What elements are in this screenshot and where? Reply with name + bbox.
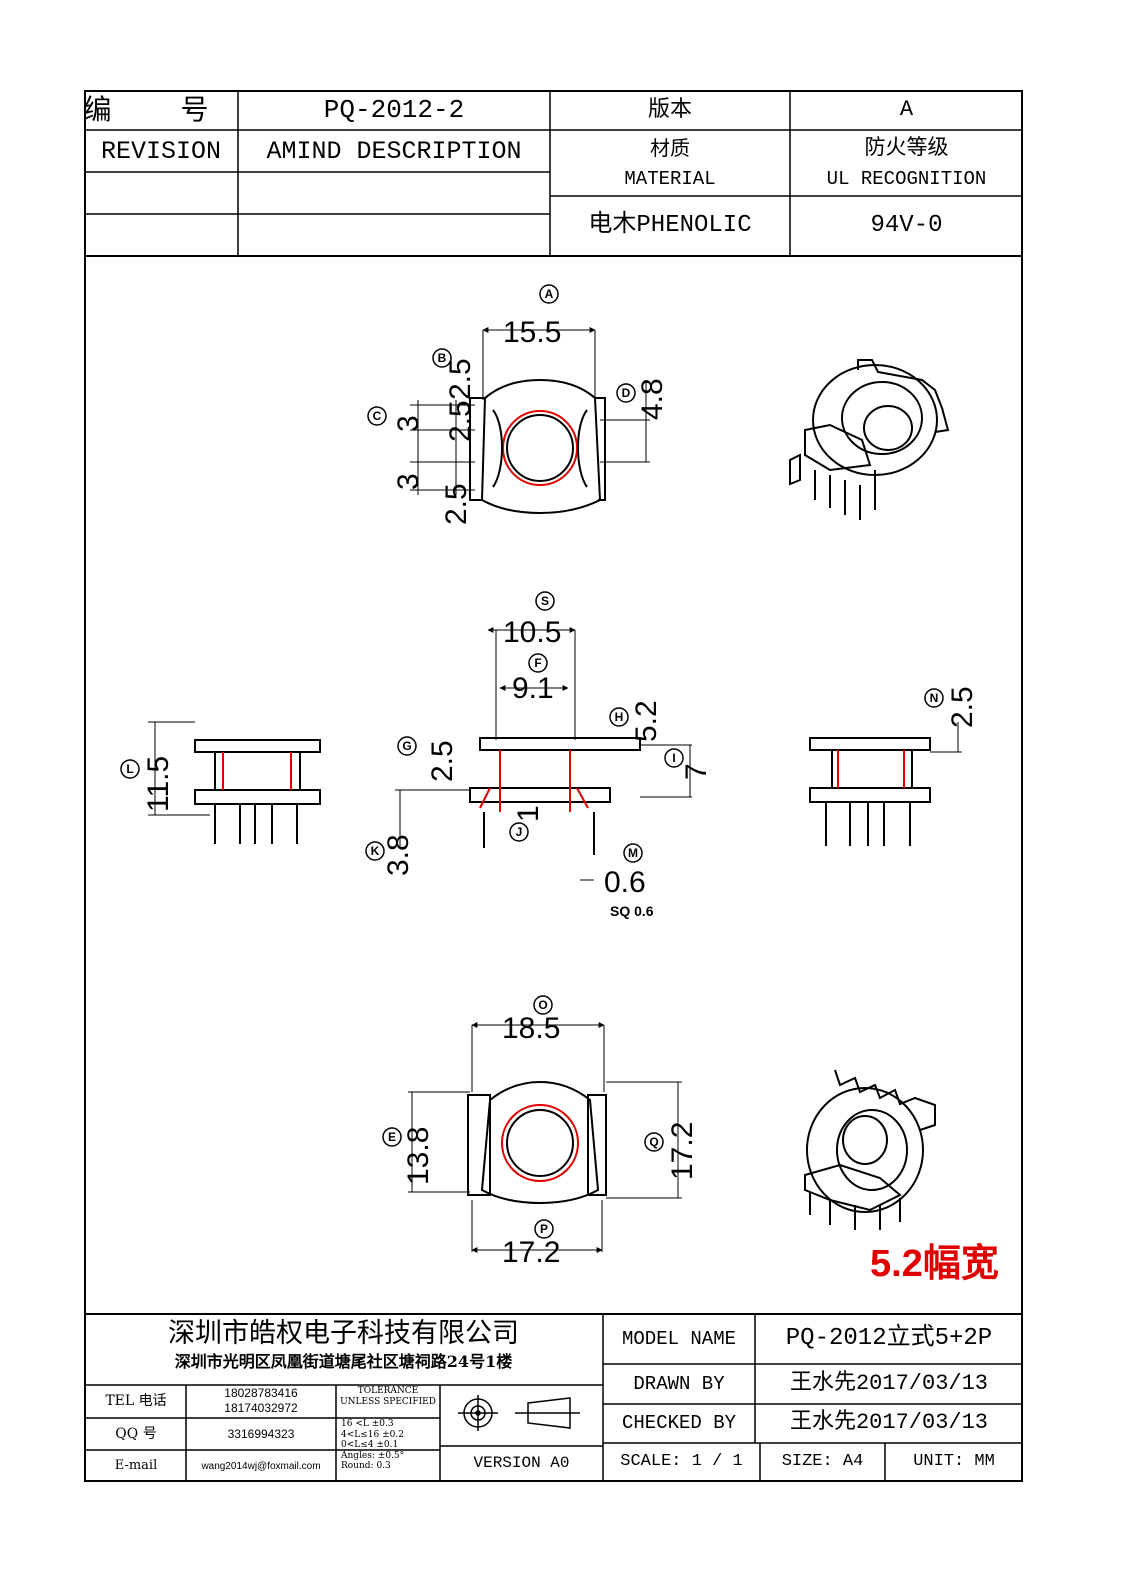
dim-j: 1 [512,805,545,822]
drawing-frame [84,90,1023,1482]
isometric-view-bottom [804,1069,936,1230]
bottom-view [408,1022,682,1253]
balloon-k: K [371,844,380,858]
amind-label: AMIND DESCRIPTION [266,136,522,166]
material-label-en: MATERIAL [624,167,716,190]
version-label: 版本 [647,97,692,123]
scale-label: SCALE: 1 / 1 [620,1452,743,1472]
tel-label: TEL 电话 [105,1393,167,1410]
tel-2: 18174032972 [224,1401,298,1416]
balloon-o: O [538,998,547,1012]
balloon-m: M [628,846,638,860]
dim-k: 3.8 [382,834,415,876]
right-view [809,722,962,846]
balloon-h: H [615,710,624,724]
tel-1: 18028783416 [224,1386,298,1401]
technical-drawing: 15.5 2.5 3 2.5 3 2.5 4.8 A B C D [120,284,999,1285]
side-view-labels: 10.5 9.1 5.2 2.5 7 1 3.8 0.6 [382,616,713,899]
dim-c: 3 [392,415,425,432]
size-label: SIZE: A4 [781,1452,864,1472]
dim-e: 13.8 [402,1127,435,1185]
dim-c2: 3 [392,473,425,490]
dim-d: 4.8 [636,378,669,420]
dim-o: 18.5 [502,1012,560,1045]
version-value: A [899,97,914,123]
company-address: 深圳市光明区凤凰街道塘尾社区塘祠路24号1楼 [174,1352,513,1372]
drawn-value: 王水先2017/03/13 [789,1370,989,1396]
balloon-q: Q [649,1135,658,1149]
tolerance-line: 0<L≤4 ±0.1 [341,1440,399,1450]
balloon-j: J [516,825,523,839]
email-value: wang2014wj@foxmail.com [201,1460,321,1472]
dim-b3: 2.5 [440,483,473,525]
balloon-a: A [545,287,554,301]
balloon-d: D [622,386,631,400]
top-view-balloons [367,284,636,426]
balloon-n: N [930,691,939,705]
balloon-p: P [540,1222,548,1236]
dim-s: 10.5 [503,616,561,649]
email-label: E-mail [114,1457,158,1473]
number-label: 编 号 [83,93,239,127]
model-label: MODEL NAME [621,1327,737,1350]
drawn-label: DRAWN BY [633,1372,725,1395]
top-view-labels: 15.5 2.5 3 2.5 3 2.5 4.8 [392,316,669,525]
unit-label: UNIT: MM [913,1452,995,1472]
header-grid [84,90,1023,257]
checked-label: CHECKED BY [621,1412,737,1435]
dim-m: 0.6 [604,866,646,899]
model-value: PQ-2012立式5+2P [785,1324,993,1352]
ul-label-en: UL RECOGNITION [826,167,987,190]
balloon-s: S [541,594,549,608]
dim-q: 17.2 [666,1122,699,1180]
balloon-l: L [126,762,133,776]
dim-p: 17.2 [502,1236,560,1269]
material-label-cn: 材质 [650,136,690,160]
bottom-view-labels: 18.5 13.8 17.2 17.2 [402,1012,699,1269]
dim-i: 7 [680,763,713,780]
balloon-c: C [373,409,382,423]
qq-value: 3316994323 [227,1426,295,1441]
left-view [148,721,321,844]
balloon-f: F [534,656,541,670]
top-view [410,327,650,515]
material-value: 电木PHENOLIC [588,211,752,239]
projection-symbol [458,1395,580,1431]
balloon-g: G [402,739,411,753]
isometric-view-top [789,359,950,520]
checked-value: 王水先2017/03/13 [789,1410,989,1436]
pin-note: SQ 0.6 [610,903,654,919]
balloon-i: I [672,751,675,765]
balloon-e: E [388,1130,396,1144]
tolerance-line: 4<L≤16 ±0.2 [341,1429,404,1440]
part-number: PQ-2012-2 [323,95,465,126]
tolerance-title: TOLERANCE UNLESS SPECIFIED [340,1386,436,1407]
version-a0: VERSION A0 [473,1454,570,1473]
tolerance-line: Angles: ±0.5° [341,1450,405,1461]
dim-a: 15.5 [503,316,561,349]
dim-h: 5.2 [630,700,663,742]
dim-b2: 2.5 [444,400,477,442]
balloon-b: B [438,351,447,365]
tolerance-line: Round: 0.3 [341,1461,391,1471]
dim-f: 9.1 [512,672,554,705]
dim-b: 2.5 [444,358,477,400]
width-note: 5.2幅宽 [870,1242,999,1285]
ul-label-cn: 防火等级 [864,135,949,160]
company-name: 深圳市皓权电子科技有限公司 [168,1318,519,1350]
side-view [395,627,692,881]
tolerance-list: 16 <L ±0.3 4<L≤16 ±0.2 0<L≤4 ±0.1 Angles… [341,1419,439,1472]
ul-value: 94V-0 [870,211,943,239]
dim-n: 2.5 [946,686,979,728]
dim-g: 2.5 [426,740,459,782]
tolerance-line: 16 <L ±0.3 [341,1419,394,1429]
revision-label: REVISION [100,136,222,166]
dim-l: 11.5 [142,756,175,812]
qq-label: QQ 号 [115,1425,157,1442]
